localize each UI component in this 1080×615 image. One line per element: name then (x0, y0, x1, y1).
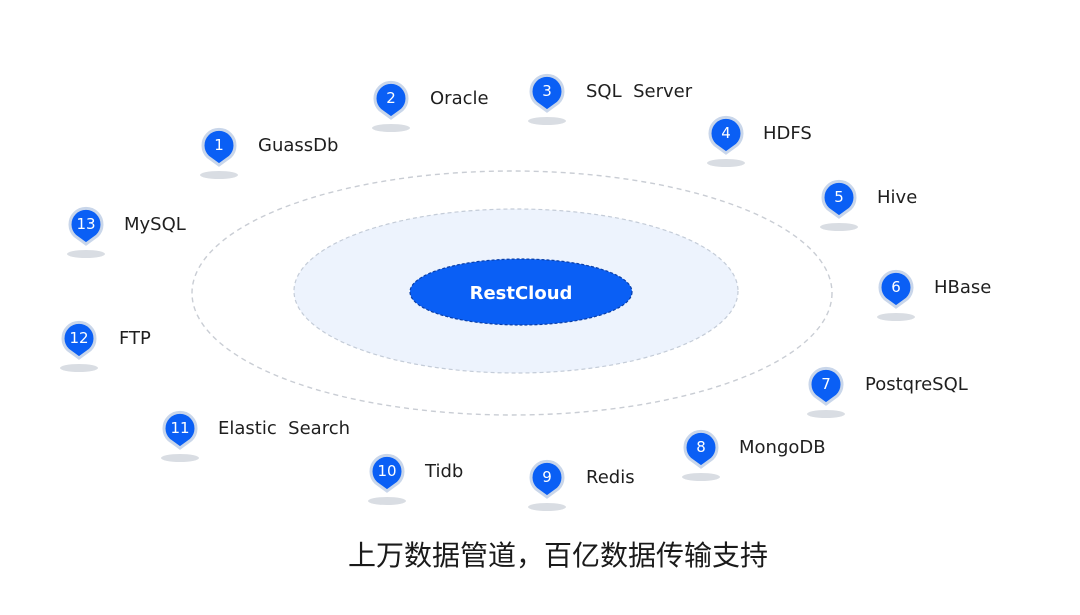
pin-number: 5 (834, 188, 844, 206)
pin-shadow (877, 313, 915, 321)
node-8: 8 MongoDB (682, 429, 826, 481)
node-12: 12 FTP (60, 320, 151, 372)
pin-icon (708, 115, 744, 155)
pin-shadow (372, 124, 410, 132)
node-label: Hive (877, 187, 917, 208)
node-label: GuassDb (258, 135, 338, 156)
pin-shadow (707, 159, 745, 167)
center-hub: RestCloud (409, 258, 633, 326)
pin-number: 11 (170, 419, 189, 437)
node-13: 13 MySQL (67, 206, 186, 258)
pin-number: 4 (721, 124, 731, 142)
pin-number: 13 (76, 215, 95, 233)
node-1: 1 GuassDb (200, 127, 338, 179)
node-label: HBase (934, 277, 991, 298)
node-5: 5 Hive (820, 179, 917, 231)
node-label: Oracle (430, 88, 489, 109)
center-hub-shape (409, 258, 633, 326)
pin-icon (162, 410, 198, 450)
pin-icon (68, 206, 104, 246)
pin-shadow (200, 171, 238, 179)
pin-shadow (820, 223, 858, 231)
center-hub-label: RestCloud (470, 283, 573, 304)
pin-shadow (807, 410, 845, 418)
node-10: 10 Tidb (368, 453, 463, 505)
pin-number: 3 (542, 82, 552, 100)
pin-icon (808, 366, 844, 406)
node-label: Elastic Search (218, 418, 350, 439)
pin-shadow (682, 473, 720, 481)
node-label: MongoDB (739, 437, 826, 458)
pin-number: 9 (542, 468, 552, 486)
node-label: PostqreSQL (865, 374, 968, 395)
outer-orbit-ring (191, 170, 833, 416)
node-label: SQL Server (586, 81, 693, 102)
pin-icon (373, 80, 409, 120)
pin-icon (61, 320, 97, 360)
pin-icon (821, 179, 857, 219)
node-4: 4 HDFS (707, 115, 812, 167)
pin-shadow (67, 250, 105, 258)
node-label: FTP (119, 328, 151, 349)
caption-text: 上万数据管道，百亿数据传输支持 (348, 539, 768, 572)
pin-shadow (528, 117, 566, 125)
pin-shadow (60, 364, 98, 372)
node-2: 2 Oracle (372, 80, 489, 132)
node-label: Tidb (424, 461, 463, 482)
pin-icon (878, 269, 914, 309)
pin-icon (529, 459, 565, 499)
pin-icon (369, 453, 405, 493)
pin-icon (529, 73, 565, 113)
pin-number: 12 (69, 329, 88, 347)
pin-number: 8 (696, 438, 706, 456)
pin-shadow (161, 454, 199, 462)
node-7: 7 PostqreSQL (807, 366, 968, 418)
node-label: MySQL (124, 214, 186, 235)
pin-shadow (368, 497, 406, 505)
node-11: 11 Elastic Search (161, 410, 350, 462)
pin-number: 1 (214, 136, 224, 154)
pin-number: 2 (386, 89, 396, 107)
node-3: 3 SQL Server (528, 73, 693, 125)
pin-number: 6 (891, 278, 901, 296)
node-6: 6 HBase (877, 269, 991, 321)
node-label: Redis (586, 467, 635, 488)
pin-number: 10 (377, 462, 396, 480)
node-9: 9 Redis (528, 459, 635, 511)
node-label: HDFS (763, 123, 812, 144)
pin-icon (201, 127, 237, 167)
pin-number: 7 (821, 375, 831, 393)
pin-shadow (528, 503, 566, 511)
pin-icon (683, 429, 719, 469)
